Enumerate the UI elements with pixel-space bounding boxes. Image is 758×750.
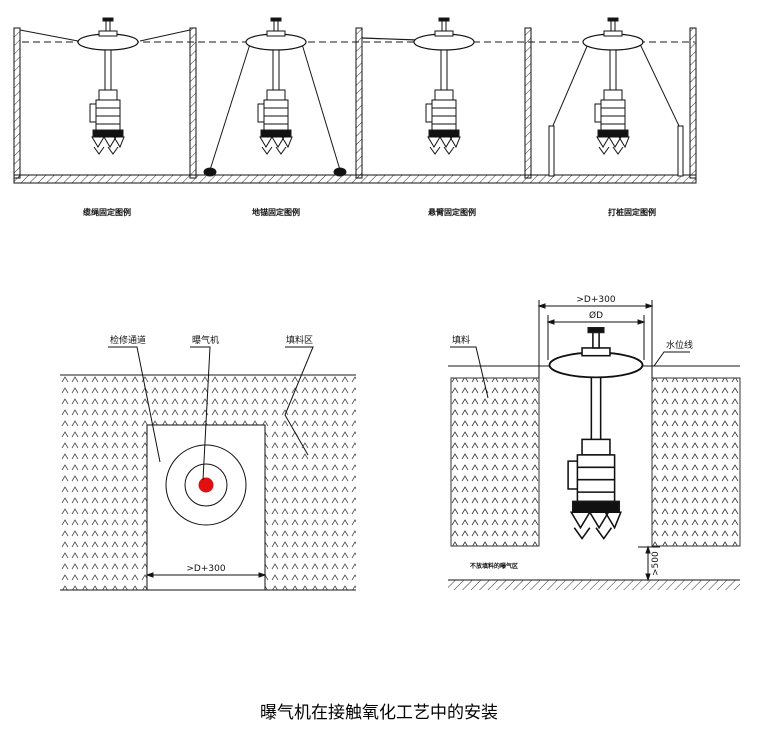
section-label-filler: 填料	[452, 334, 470, 346]
section-label-water-level: 水位线	[666, 339, 693, 351]
inner-ring	[184, 463, 228, 507]
tank-floor	[13, 174, 697, 184]
plan-view	[60, 346, 356, 591]
tank-cantilever-fixing	[361, 17, 475, 155]
section-dim-bottom: >500	[651, 551, 661, 576]
maintenance-channel	[146, 424, 266, 591]
section-note-bottom: 不放填料的曝气区	[470, 562, 518, 570]
filler-block-left	[450, 377, 540, 547]
label-piling-fixing: 打桩固定图例	[608, 207, 656, 217]
tank-walls	[13, 27, 697, 179]
plan-label-channel: 检修通道	[110, 334, 146, 346]
outer-ring	[165, 444, 247, 526]
section-dim-inner: ØD	[589, 310, 603, 321]
label-cable-fixing: 缆绳固定图例	[83, 207, 131, 217]
figure-caption: 曝气机在接触氧化工艺中的安装	[260, 703, 498, 723]
aerator-dot	[198, 477, 214, 493]
plan-dimension: >D+300	[186, 564, 225, 574]
tank-anchor-fixing	[203, 17, 347, 177]
tank-cable-fixing	[19, 17, 191, 155]
tank-piling-fixing	[548, 17, 684, 177]
filler-block-right	[651, 377, 741, 547]
label-anchor-fixing: 地锚固定图例	[252, 207, 300, 217]
plan-label-filler: 填料区	[286, 334, 313, 346]
plan-label-aerator: 曝气机	[192, 334, 219, 346]
top-row-tanks	[13, 17, 697, 184]
section-dim-outer: >D+300	[576, 295, 615, 305]
section-view	[448, 300, 741, 590]
label-cantilever-fixing: 悬臂固定图例	[427, 207, 476, 217]
